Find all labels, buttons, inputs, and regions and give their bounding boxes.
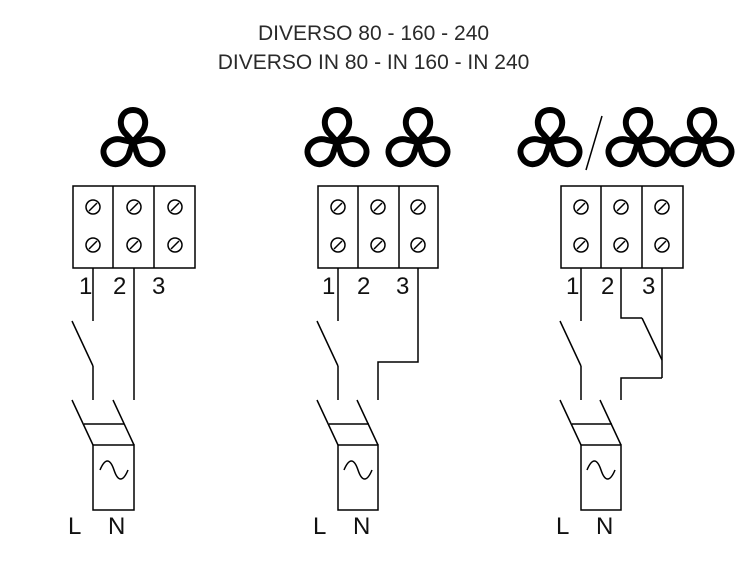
screw-terminal-icon [410, 199, 426, 215]
diagram-2: 1 2 3 L N [303, 110, 452, 540]
fan-icon [99, 110, 167, 169]
terminal-block [72, 185, 196, 269]
fan-icon [384, 110, 452, 169]
fan-icon [604, 110, 672, 169]
screw-terminal-icon [410, 237, 426, 253]
terminal-label-3: 3 [152, 273, 165, 300]
wiring [559, 268, 663, 511]
screw-terminal-icon [370, 237, 386, 253]
screw-terminal-icon [654, 199, 670, 215]
screw-terminal-icon [167, 237, 183, 253]
terminal-label-2: 2 [601, 273, 614, 300]
diagram-1: 1 2 3 L N [68, 110, 196, 540]
wiring [71, 268, 135, 511]
screw-terminal-icon [370, 199, 386, 215]
terminal-block [560, 185, 684, 269]
supply-label-N: N [596, 513, 613, 540]
terminal-block [317, 185, 439, 269]
screw-terminal-icon [126, 199, 142, 215]
screw-terminal-icon [167, 199, 183, 215]
screw-terminal-icon [573, 199, 589, 215]
supply-label-L: L [313, 513, 326, 540]
title-line-1: DIVERSO 80 - 160 - 240 [257, 22, 490, 45]
screw-terminal-icon [85, 237, 101, 253]
terminal-label-1: 1 [566, 273, 579, 300]
screw-terminal-icon [85, 199, 101, 215]
fan-separator [585, 115, 603, 171]
supply-label-L: L [556, 513, 569, 540]
supply-label-N: N [353, 513, 370, 540]
screw-terminal-icon [613, 199, 629, 215]
fan-icon [303, 110, 371, 169]
terminal-label-1: 1 [322, 273, 335, 300]
terminal-label-2: 2 [113, 273, 126, 300]
terminal-label-1: 1 [79, 273, 92, 300]
terminal-label-3: 3 [396, 273, 409, 300]
screw-terminal-icon [613, 237, 629, 253]
screw-terminal-icon [330, 237, 346, 253]
screw-terminal-icon [654, 237, 670, 253]
wiring [316, 268, 419, 511]
terminal-label-2: 2 [357, 273, 370, 300]
screw-terminal-icon [573, 237, 589, 253]
terminal-label-3: 3 [642, 273, 655, 300]
supply-label-N: N [108, 513, 125, 540]
fan-icon [516, 110, 584, 169]
supply-label-L: L [68, 513, 81, 540]
screw-terminal-icon [330, 199, 346, 215]
screw-terminal-icon [126, 237, 142, 253]
title-line-2: DIVERSO IN 80 - IN 160 - IN 240 [217, 51, 530, 74]
fan-icon [668, 110, 736, 169]
diagram-3: 1 2 3 L N [516, 110, 736, 540]
